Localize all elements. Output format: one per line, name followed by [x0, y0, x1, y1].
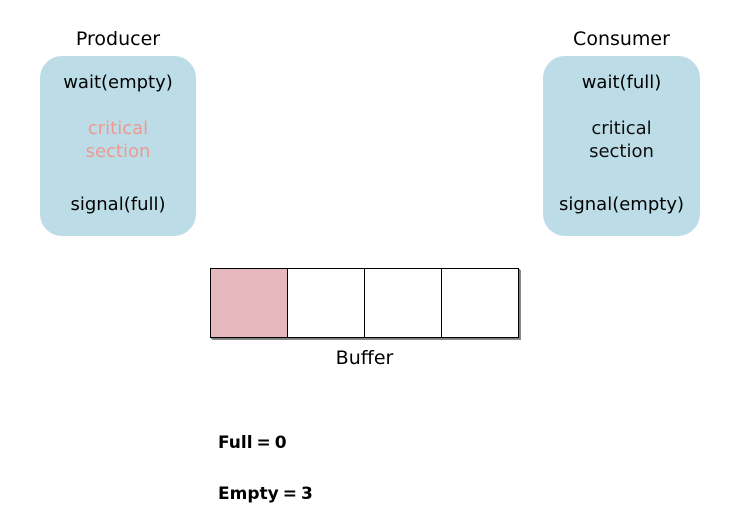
full-counter: Full=0 — [218, 435, 287, 452]
consumer-critical-line1: critical — [591, 118, 652, 139]
full-counter-equals: = — [256, 433, 271, 453]
buffer-slots — [210, 268, 519, 338]
consumer-process-box: wait(full) critical section signal(empty… — [543, 56, 700, 236]
consumer-wait-statement: wait(full) — [581, 72, 662, 93]
empty-counter-label: Empty — [218, 484, 279, 504]
buffer-cell — [365, 269, 442, 337]
buffer-cell — [288, 269, 365, 337]
producer-process-box: wait(empty) critical section signal(full… — [40, 56, 196, 236]
empty-counter: Empty=3 — [218, 486, 313, 503]
buffer-cell — [442, 269, 518, 337]
consumer-signal-statement: signal(empty) — [558, 194, 685, 215]
buffer-cell — [211, 269, 288, 337]
buffer-label: Buffer — [335, 347, 394, 369]
empty-counter-value: 3 — [300, 484, 313, 504]
consumer-critical-line2: section — [589, 140, 654, 162]
producer-wait-statement: wait(empty) — [63, 72, 173, 93]
empty-counter-equals: = — [282, 484, 297, 504]
producer-critical-line2: section — [85, 140, 151, 162]
full-counter-label: Full — [218, 433, 253, 453]
consumer-critical-section: critical section — [543, 118, 700, 163]
full-counter-value: 0 — [274, 433, 287, 453]
consumer-title: Consumer — [573, 28, 670, 50]
producer-title: Producer — [75, 28, 161, 50]
producer-critical-section: critical section — [40, 118, 196, 163]
producer-signal-statement: signal(full) — [70, 194, 166, 215]
producer-critical-line1: critical — [87, 118, 149, 139]
